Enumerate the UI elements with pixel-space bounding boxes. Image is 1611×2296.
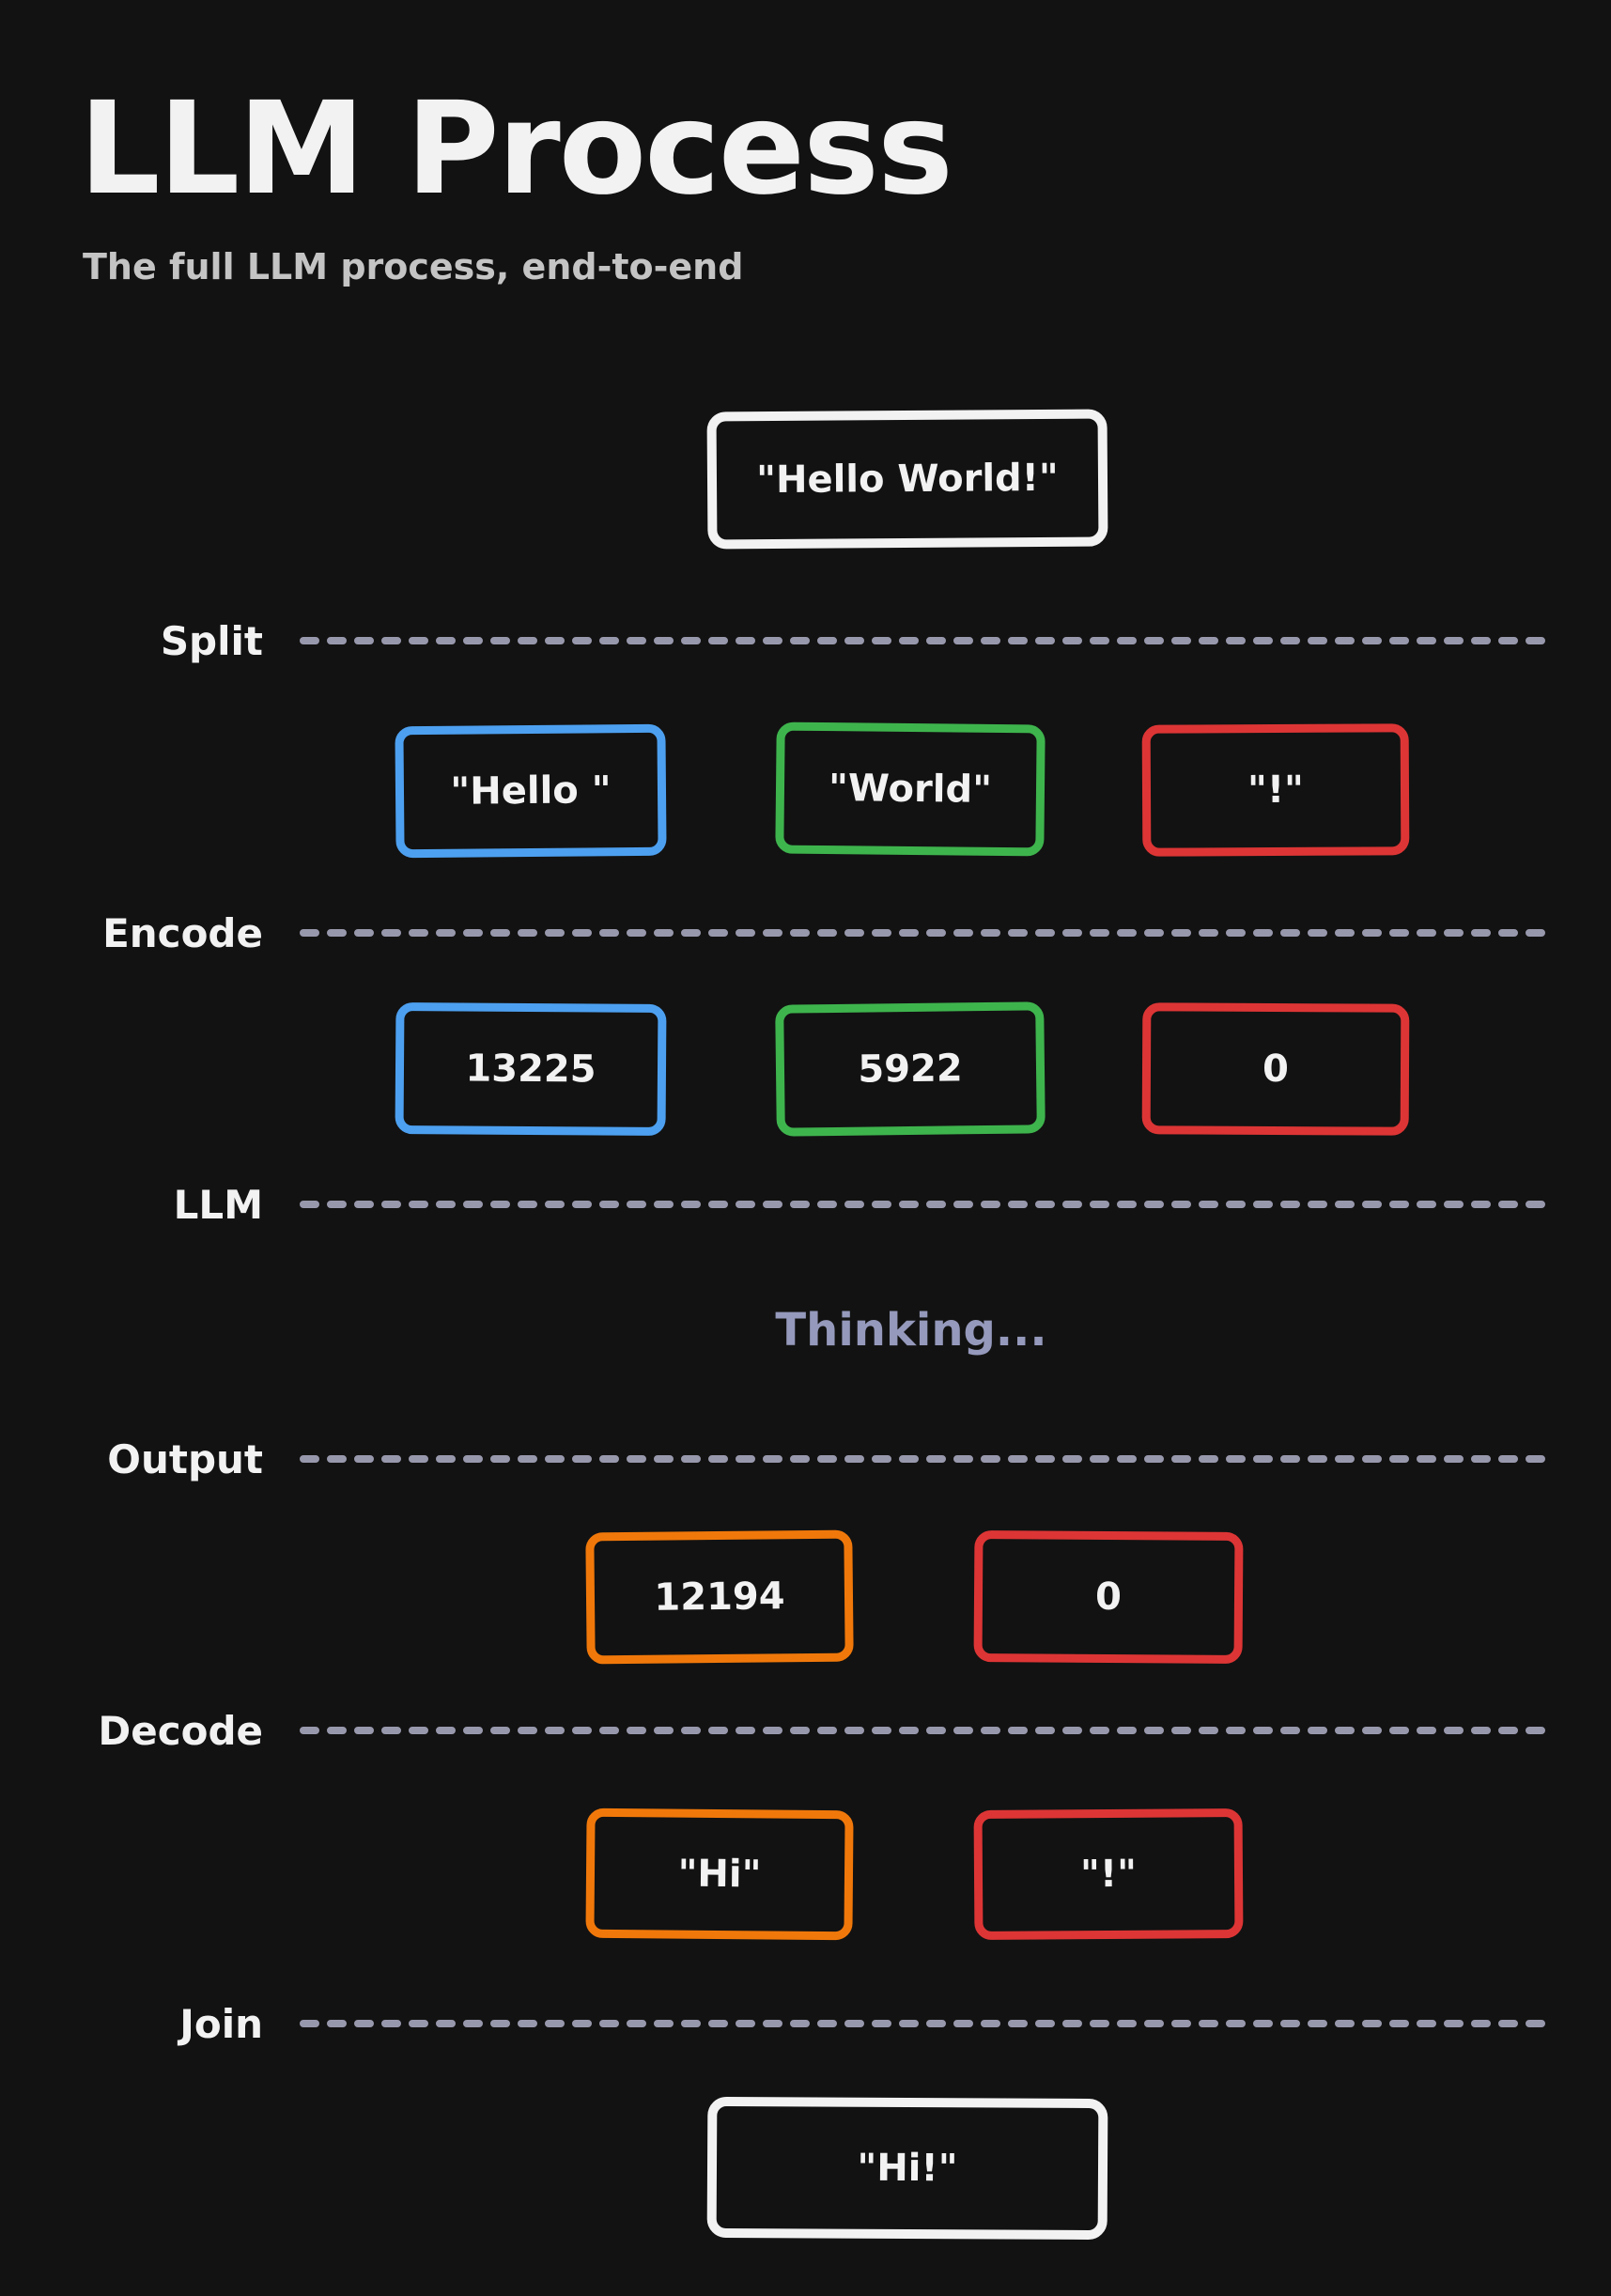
token-text: "World" xyxy=(828,767,993,812)
input-text-box: "Hello World!" xyxy=(706,409,1108,550)
llm-status-text: Thinking... xyxy=(775,1304,1047,1357)
decoded-box-exclaim: "!" xyxy=(973,1808,1244,1940)
stage-divider-encode xyxy=(300,929,1557,937)
token-id-box-13225: 13225 xyxy=(395,1001,667,1137)
token-box-exclaim: "!" xyxy=(1141,723,1410,857)
stage-divider-output xyxy=(300,1455,1557,1463)
page-subtitle: The full LLM process, end-to-end xyxy=(83,246,744,287)
token-id-box-5922: 5922 xyxy=(775,1001,1046,1137)
output-id-box-12194: 12194 xyxy=(585,1529,854,1665)
output-id-box-0: 0 xyxy=(973,1530,1244,1664)
stage-label-encode: Encode xyxy=(102,909,263,956)
token-id-text: 5922 xyxy=(858,1047,963,1092)
decoded-box-hi: "Hi" xyxy=(585,1807,854,1941)
stage-label-split: Split xyxy=(160,617,263,664)
stage-divider-join xyxy=(300,2020,1557,2027)
result-text-box: "Hi!" xyxy=(706,2096,1108,2241)
page-title: LLM Process xyxy=(79,75,953,224)
stage-divider-split xyxy=(300,637,1557,644)
token-box-hello: "Hello " xyxy=(395,723,667,859)
token-id-text: 13225 xyxy=(465,1047,596,1092)
stage-label-llm: LLM xyxy=(173,1181,263,1228)
token-id-box-0: 0 xyxy=(1141,1002,1410,1136)
decoded-text: "!" xyxy=(1079,1852,1138,1897)
token-id-text: 0 xyxy=(1262,1047,1290,1092)
token-text: "Hello " xyxy=(450,768,612,814)
stage-label-output: Output xyxy=(107,1435,263,1482)
token-text: "!" xyxy=(1247,768,1305,813)
stage-divider-llm xyxy=(300,1201,1557,1208)
decoded-text: "Hi" xyxy=(677,1852,762,1897)
stage-divider-decode xyxy=(300,1727,1557,1734)
output-id-text: 0 xyxy=(1094,1575,1123,1620)
stage-label-decode: Decode xyxy=(98,1707,263,1754)
output-id-text: 12194 xyxy=(654,1575,785,1620)
token-box-world: "World" xyxy=(775,721,1046,857)
input-text: "Hello World!" xyxy=(756,456,1059,503)
stage-label-join: Join xyxy=(179,2000,263,2047)
result-text: "Hi!" xyxy=(857,2146,958,2191)
